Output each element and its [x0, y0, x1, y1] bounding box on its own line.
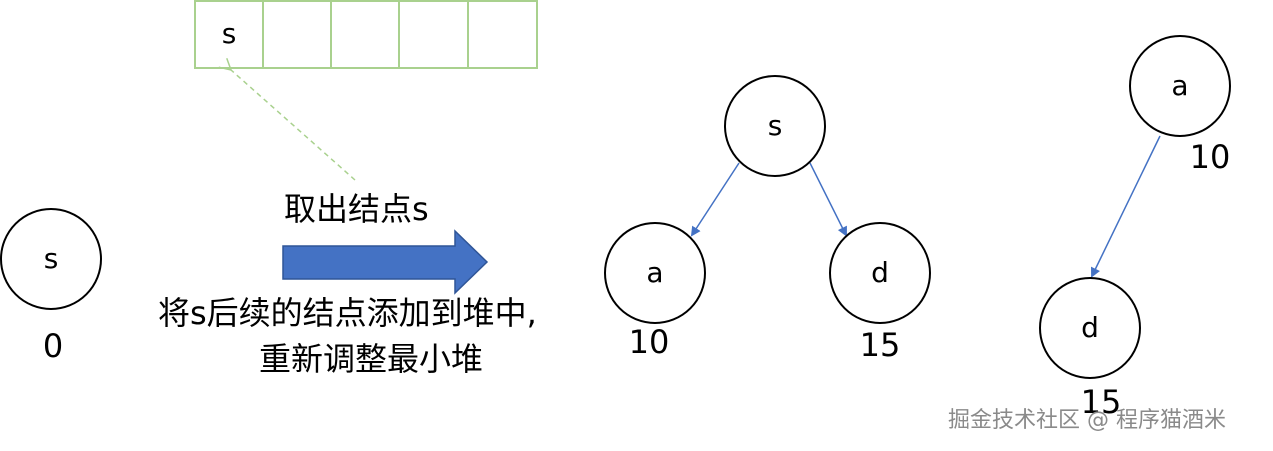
watermark-text: 掘金技术社区 @ 程序猫酒米	[948, 408, 1226, 433]
array-cell	[194, 0, 264, 69]
left-node-label: s	[43, 242, 59, 275]
array-cell-0-text: s	[221, 17, 237, 50]
tree1-left-distance: 10	[628, 323, 670, 361]
tree1-right-distance: 15	[859, 326, 901, 364]
tree2-child-distance: 15	[1080, 383, 1122, 421]
tree1-left-label: a	[646, 256, 664, 289]
left-node-distance: 0	[42, 327, 64, 365]
tree1-left-circle	[604, 222, 706, 324]
tree2-root-circle	[1129, 35, 1231, 137]
array-cell	[398, 0, 469, 69]
tree1-root-circle	[724, 75, 826, 177]
tree1-edge-left	[690, 162, 740, 237]
big-right-arrow	[282, 229, 489, 295]
tree1-right-circle	[829, 222, 931, 324]
tree2-child-circle	[1039, 277, 1141, 379]
tree2-edge	[1090, 135, 1161, 278]
action-bottom-line1: 将s后续的结点添加到堆中,	[158, 294, 537, 332]
tree2-child-label: d	[1081, 311, 1099, 344]
tree-two	[1039, 35, 1231, 379]
array-cell	[330, 0, 400, 69]
tree2-root-label: a	[1171, 69, 1189, 102]
tree2-root-distance: 10	[1189, 138, 1231, 176]
action-bottom-line2: 重新调整最小堆	[259, 340, 484, 378]
tree-one	[604, 75, 931, 324]
array-cell	[262, 0, 332, 69]
dashed-arrow	[231, 70, 356, 181]
tree1-edge-right	[809, 162, 847, 237]
action-top-label: 取出结点s	[284, 190, 429, 228]
left-node-circle	[0, 208, 102, 310]
tree1-root-label: s	[767, 109, 783, 142]
tree1-right-label: d	[871, 256, 889, 289]
heap-array	[194, 0, 538, 69]
array-cell	[467, 0, 538, 69]
